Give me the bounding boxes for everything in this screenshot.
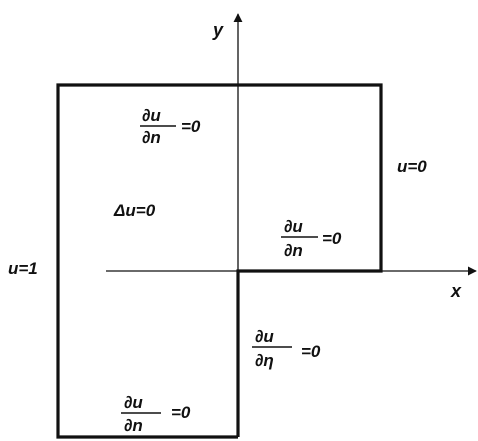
inner-step-denominator: ∂n [284, 241, 303, 260]
y-axis-label: y [212, 20, 224, 40]
bottom-numerator: ∂u [124, 393, 143, 412]
lower-step-neumann-condition: ∂u ∂η =0 [252, 327, 321, 370]
bottom-neumann-condition: ∂u ∂n =0 [121, 393, 191, 435]
inner-step-neumann-condition: ∂u ∂n =0 [281, 217, 342, 260]
left-dirichlet-condition: u=1 [8, 259, 38, 278]
top-left-numerator: ∂u [142, 106, 161, 125]
domain-boundary [56, 83, 383, 439]
top-left-neumann-condition: ∂u ∂n =0 [140, 106, 201, 147]
x-axis-label: x [450, 281, 462, 301]
bottom-rhs: =0 [171, 403, 191, 422]
inner-step-numerator: ∂u [284, 217, 303, 236]
laplace-equation: Δu=0 [113, 201, 156, 220]
lower-step-rhs: =0 [301, 342, 321, 361]
top-left-denominator: ∂n [142, 128, 161, 147]
lower-step-denominator: ∂η [255, 351, 274, 370]
lower-step-numerator: ∂u [255, 327, 274, 346]
bottom-denominator: ∂n [124, 416, 143, 435]
right-dirichlet-condition: u=0 [397, 157, 427, 176]
top-left-rhs: =0 [181, 117, 201, 136]
inner-step-rhs: =0 [322, 229, 342, 248]
